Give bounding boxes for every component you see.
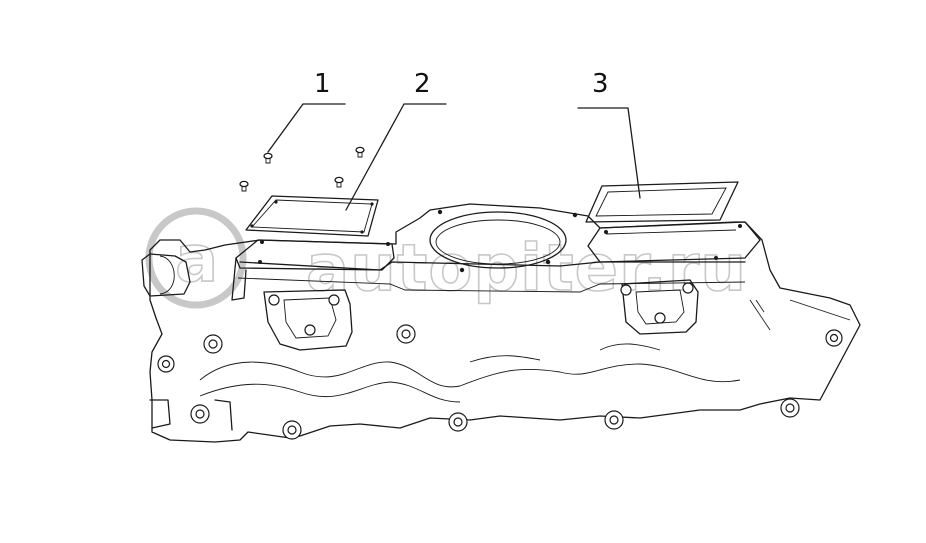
- leader-3: [577, 107, 641, 199]
- mounting-holes: [157, 324, 843, 440]
- center-port: [429, 209, 578, 273]
- left-port-stud-hole-a: [268, 294, 280, 306]
- right-port-stud-hole-a: [620, 284, 632, 296]
- callout-2: 2: [414, 69, 431, 99]
- part-3-gasket: [585, 181, 739, 223]
- watermark-logo-ring: [145, 207, 247, 309]
- leader-2: [345, 103, 447, 211]
- right-port-bolt-hole: [654, 312, 666, 324]
- callout-leaders: [267, 103, 641, 211]
- bolt-icon: [239, 180, 249, 192]
- left-port-bolt-hole: [304, 324, 316, 336]
- callout-1: 1: [314, 69, 331, 99]
- right-port-pad: [587, 221, 761, 335]
- right-port-stud-hole-b: [682, 282, 694, 294]
- left-port-stud-hole-b: [328, 294, 340, 306]
- callout-3: 3: [592, 69, 609, 99]
- part-2-cover-plate: [245, 195, 379, 237]
- left-port-pad: [231, 239, 395, 351]
- part-1-bolts: [239, 146, 365, 192]
- bolt-icon: [263, 152, 273, 164]
- bolt-icon: [355, 146, 365, 158]
- leader-1: [267, 103, 346, 153]
- manifold-body: [141, 203, 861, 443]
- bolt-icon: [334, 176, 344, 188]
